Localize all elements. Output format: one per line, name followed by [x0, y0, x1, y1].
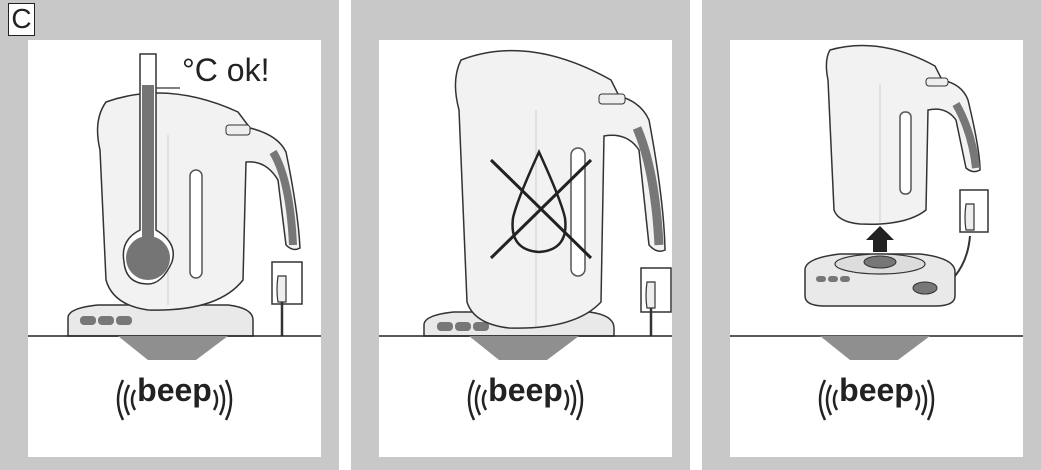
step-panel-2: beep: [351, 0, 690, 470]
illustration-area-3: beep: [730, 40, 1023, 457]
beep-label: beep: [730, 372, 1023, 409]
illustration-area-2: beep: [379, 40, 672, 457]
illustration-area-1: °C ok! beep: [28, 40, 321, 457]
beep-label: beep: [28, 372, 321, 409]
panel-label: C: [8, 3, 35, 36]
beep-label: beep: [379, 372, 672, 409]
step-panel-3: beep: [702, 0, 1041, 470]
step-panel-1: C: [0, 0, 339, 470]
temperature-ok-label: °C ok!: [182, 52, 269, 89]
